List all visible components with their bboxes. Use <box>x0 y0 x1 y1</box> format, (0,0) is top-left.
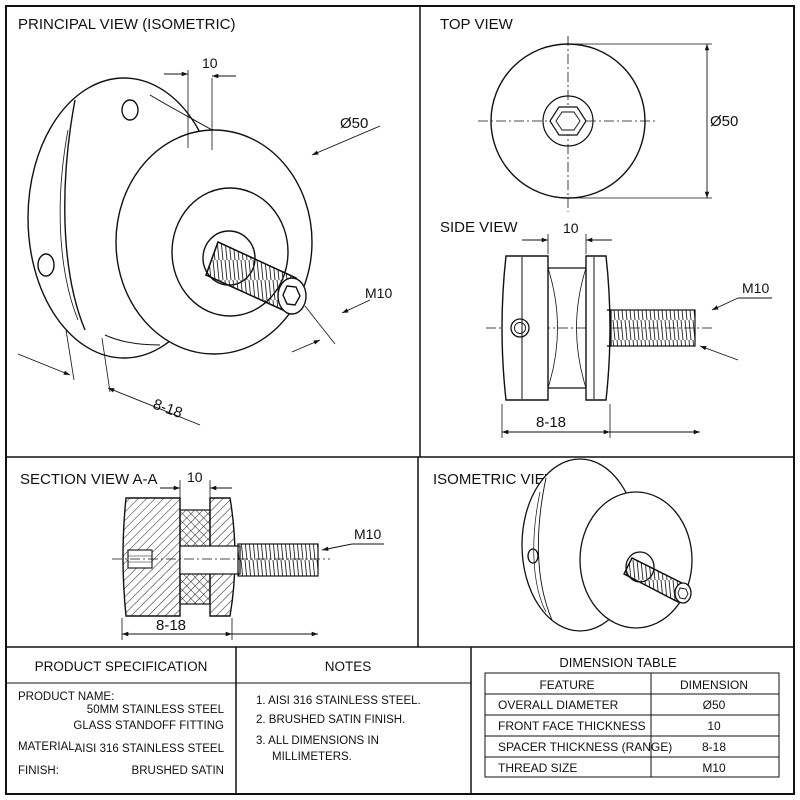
spec-name-value-line2: GLASS STANDOFF FITTING <box>73 720 224 732</box>
table-row-2-dimension: 10 <box>707 719 721 733</box>
side-view-face-dimension: 10 <box>563 220 579 236</box>
top-view-title: TOP VIEW <box>440 16 514 33</box>
spec-material-label: MATERIAL: <box>18 741 78 753</box>
table-row-2-feature: FRONT FACE THICKNESS <box>498 719 646 733</box>
side-view-drawing <box>486 234 772 438</box>
note-2: 2. BRUSHED SATIN FINISH. <box>256 714 405 726</box>
table-header-feature: FEATURE <box>539 678 594 692</box>
spec-heading: PRODUCT SPECIFICATION <box>35 659 208 674</box>
table-row-4-feature: THREAD SIZE <box>498 761 577 775</box>
spec-name-value-line1: 50MM STAINLESS STEEL <box>87 704 225 716</box>
spec-finish-label: FINISH: <box>18 765 59 777</box>
principal-view-drawing <box>17 70 381 426</box>
principal-diameter-dimension: Ø50 <box>340 115 368 132</box>
spec-finish-value: BRUSHED SATIN <box>132 765 224 777</box>
note-3-line1: 3. ALL DIMENSIONS IN <box>256 735 379 747</box>
table-row-3-dimension: 8-18 <box>702 740 726 754</box>
table-header-dimension: DIMENSION <box>680 678 748 692</box>
sheet-frame <box>5 5 795 795</box>
top-view-drawing <box>478 36 712 212</box>
section-thread-dimension: M10 <box>354 526 381 542</box>
side-view-title: SIDE VIEW <box>440 219 518 236</box>
principal-face-dimension: 10 <box>202 55 218 71</box>
table-row-1-feature: OVERALL DIAMETER <box>498 698 619 712</box>
isometric-view-drawing <box>521 458 693 632</box>
note-1: 1. AISI 316 STAINLESS STEEL. <box>256 695 421 707</box>
side-view-thread-dimension: M10 <box>742 280 769 296</box>
table-row-4-dimension: M10 <box>702 761 726 775</box>
section-face-dimension: 10 <box>187 469 203 485</box>
section-view-drawing <box>112 480 384 640</box>
dimension-table-title: DIMENSION TABLE <box>559 655 677 670</box>
notes-heading: NOTES <box>325 659 372 674</box>
side-view-spacer-dimension: 8-18 <box>536 414 566 431</box>
table-row-3-feature: SPACER THICKNESS (RANGE) <box>498 740 672 754</box>
principal-thread-dimension: M10 <box>365 285 392 301</box>
principal-view-title: PRINCIPAL VIEW (ISOMETRIC) <box>18 16 236 33</box>
spec-name-label: PRODUCT NAME: <box>18 691 114 703</box>
section-spacer-dimension: 8-18 <box>156 617 186 634</box>
spec-material-value: AISI 316 STAINLESS STEEL <box>75 743 225 755</box>
isometric-view-title: ISOMETRIC VIEW <box>433 471 560 488</box>
table-row-1-dimension: Ø50 <box>703 698 726 712</box>
principal-spacer-dimension: 8-18 <box>151 396 185 422</box>
top-view-diameter-dimension: Ø50 <box>710 113 738 130</box>
dimension-table: DIMENSION TABLE FEATURE DIMENSION OVERAL… <box>484 655 780 778</box>
notes-block: NOTES 1. AISI 316 STAINLESS STEEL. 2. BR… <box>256 659 421 763</box>
section-view-title: SECTION VIEW A-A <box>20 471 158 488</box>
product-specification-block: PRODUCT SPECIFICATION PRODUCT NAME: 50MM… <box>18 659 225 777</box>
note-3-line2: MILLIMETERS. <box>272 751 352 763</box>
